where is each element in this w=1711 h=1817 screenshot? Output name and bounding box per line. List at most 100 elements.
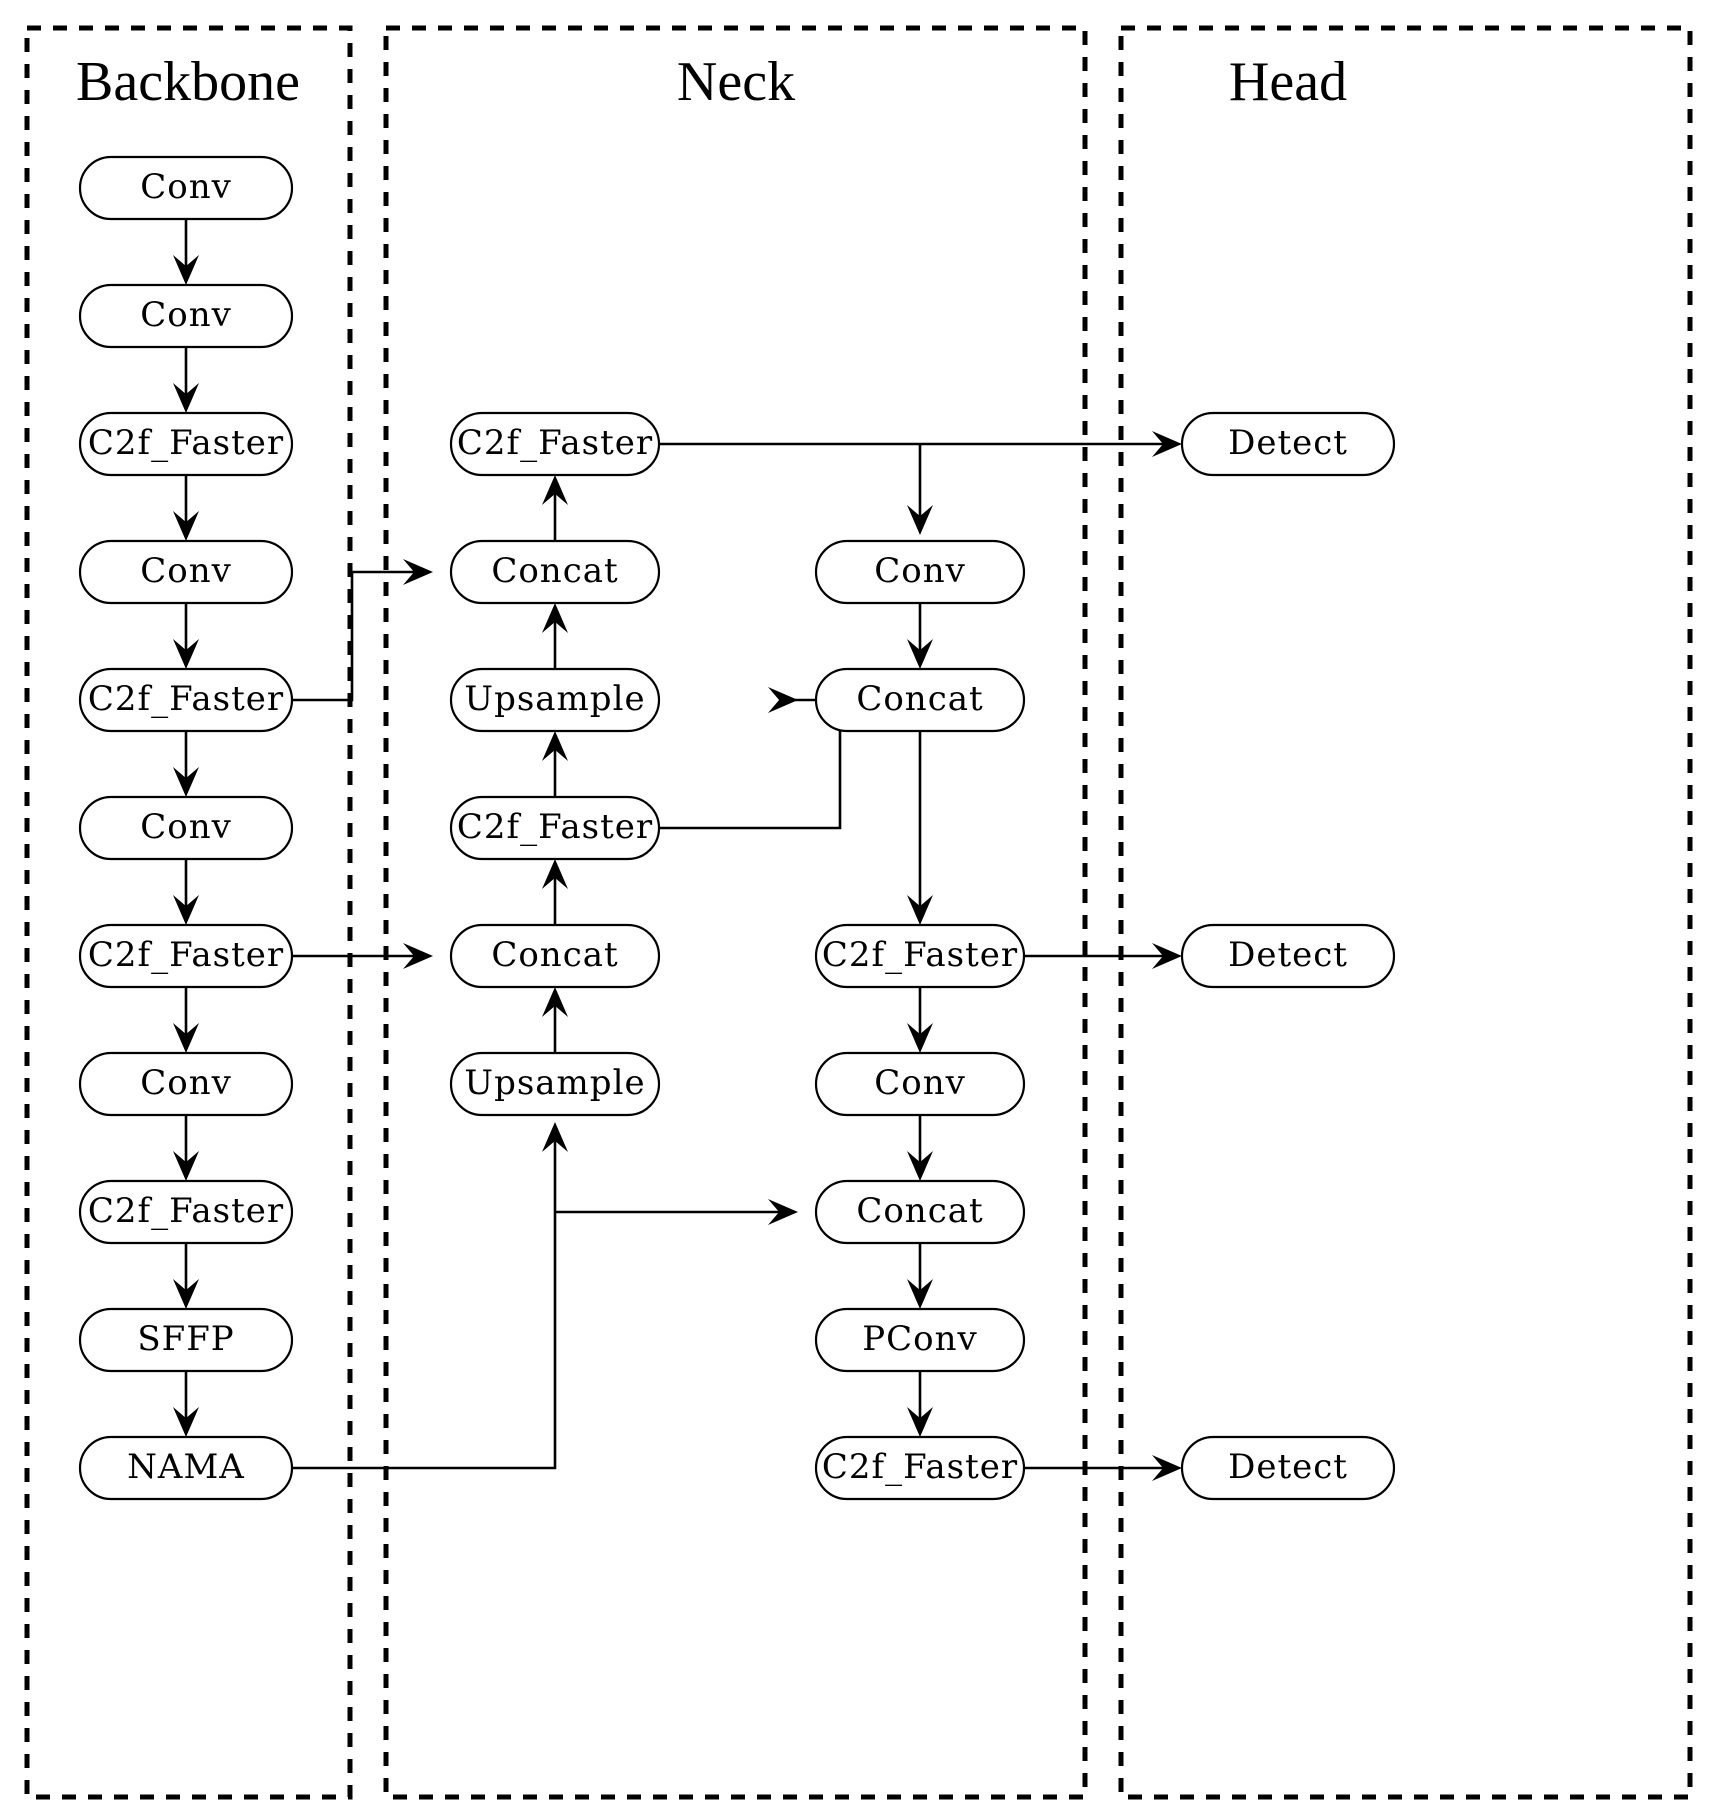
node-label-n10: Conv <box>874 1063 966 1103</box>
node-b4[interactable]: Conv <box>78 539 294 605</box>
edge-e-b10-b11 <box>173 1371 199 1437</box>
arrowhead-e-b7-n5 <box>403 943 433 969</box>
group-border-neck <box>383 25 1088 1800</box>
node-shape-h2[interactable] <box>1180 923 1396 989</box>
node-shape-n13[interactable] <box>814 1435 1026 1501</box>
node-n13[interactable]: C2f_Faster <box>814 1435 1026 1501</box>
node-b9[interactable]: C2f_Faster <box>78 1179 294 1245</box>
arrowhead-e-n1-h1 <box>1152 431 1182 457</box>
node-shape-n6[interactable] <box>449 1051 661 1117</box>
edge-e-n1-n7 <box>907 444 933 535</box>
node-label-b1: Conv <box>140 167 232 207</box>
node-label-h1: Detect <box>1228 423 1348 463</box>
node-shape-n12[interactable] <box>814 1307 1026 1373</box>
arrowhead-e-n1-n7 <box>907 505 933 535</box>
node-shape-n4[interactable] <box>449 795 661 861</box>
node-shape-n11[interactable] <box>814 1179 1026 1245</box>
node-shape-b8[interactable] <box>78 1051 294 1117</box>
arrowhead-e-b11-n6 <box>542 1122 568 1152</box>
node-label-b11: NAMA <box>127 1447 245 1487</box>
node-b11[interactable]: NAMA <box>78 1435 294 1501</box>
node-shape-n7[interactable] <box>814 539 1026 605</box>
node-label-n9: C2f_Faster <box>822 935 1018 975</box>
node-label-n5: Concat <box>491 935 618 975</box>
edge-e-n9-n10 <box>907 987 933 1053</box>
edge-e-n8-n9 <box>907 731 933 925</box>
node-shape-n1[interactable] <box>449 411 661 477</box>
node-h1[interactable]: Detect <box>1180 411 1396 477</box>
node-shape-n3[interactable] <box>449 667 661 733</box>
node-h3[interactable]: Detect <box>1180 1435 1396 1501</box>
node-b6[interactable]: Conv <box>78 795 294 861</box>
node-shape-n5[interactable] <box>449 923 661 989</box>
node-shape-n2[interactable] <box>449 539 661 605</box>
node-n1[interactable]: C2f_Faster <box>449 411 661 477</box>
arrowhead-e-b8-b9 <box>173 1151 199 1181</box>
node-b1[interactable]: Conv <box>78 155 294 221</box>
group-border-backbone <box>24 25 353 1800</box>
node-n12[interactable]: PConv <box>814 1307 1026 1373</box>
node-shape-h3[interactable] <box>1180 1435 1396 1501</box>
edge-e-b3-b4 <box>173 475 199 541</box>
node-shape-b6[interactable] <box>78 795 294 861</box>
node-shape-b4[interactable] <box>78 539 294 605</box>
arrowhead-e-n11-n12 <box>907 1279 933 1309</box>
node-n9[interactable]: C2f_Faster <box>814 923 1026 989</box>
edge-e-n6-n11 <box>555 1199 798 1225</box>
edge-e-b7-b8 <box>173 987 199 1053</box>
node-shape-n8[interactable] <box>814 667 1026 733</box>
node-shape-b11[interactable] <box>78 1435 294 1501</box>
node-n6[interactable]: Upsample <box>449 1051 661 1117</box>
node-label-b4: Conv <box>140 551 232 591</box>
edge-e-n1-h1 <box>659 431 1182 457</box>
edge-e-b11-n6 <box>292 1122 568 1470</box>
node-n3[interactable]: Upsample <box>449 667 661 733</box>
arrowhead-e-n13-h3 <box>1152 1455 1182 1481</box>
node-n11[interactable]: Concat <box>814 1179 1026 1245</box>
node-shape-b7[interactable] <box>78 923 294 989</box>
node-n5[interactable]: Concat <box>449 923 661 989</box>
node-label-n12: PConv <box>862 1319 977 1359</box>
node-b10[interactable]: SFFP <box>78 1307 294 1373</box>
edge-e-n12-n13 <box>907 1371 933 1437</box>
edge-line-e-b5-n2 <box>292 570 427 702</box>
edge-line-e-b11-n6 <box>292 1128 557 1470</box>
edge-e-b4-b5 <box>173 603 199 669</box>
node-n8[interactable]: Concat <box>814 667 1026 733</box>
node-b2[interactable]: Conv <box>78 283 294 349</box>
arrowhead-e-n6-n5 <box>542 987 568 1017</box>
node-shape-n10[interactable] <box>814 1051 1026 1117</box>
node-b3[interactable]: C2f_Faster <box>78 411 294 477</box>
edge-e-b2-b3 <box>173 347 199 413</box>
arrowhead-e-n2-n1 <box>542 475 568 505</box>
node-shape-b2[interactable] <box>78 283 294 349</box>
arrowhead-e-b2-b3 <box>173 383 199 413</box>
node-b7[interactable]: C2f_Faster <box>78 923 294 989</box>
node-shape-b1[interactable] <box>78 155 294 221</box>
node-shape-n9[interactable] <box>814 923 1026 989</box>
node-n2[interactable]: Concat <box>449 539 661 605</box>
node-b8[interactable]: Conv <box>78 1051 294 1117</box>
node-label-n13: C2f_Faster <box>822 1447 1018 1487</box>
node-label-h2: Detect <box>1228 935 1348 975</box>
node-n10[interactable]: Conv <box>814 1051 1026 1117</box>
edge-e-n10-n11 <box>907 1115 933 1181</box>
node-label-b10: SFFP <box>137 1319 234 1359</box>
edge-e-n4-n3 <box>542 731 568 797</box>
node-shape-b9[interactable] <box>78 1179 294 1245</box>
node-n7[interactable]: Conv <box>814 539 1026 605</box>
node-label-b8: Conv <box>140 1063 232 1103</box>
node-shape-b5[interactable] <box>78 667 294 733</box>
node-shape-b3[interactable] <box>78 411 294 477</box>
arrowhead-e-n12-n13 <box>907 1407 933 1437</box>
arrowhead-e-b9-b10 <box>173 1279 199 1309</box>
edge-e-n6-n5 <box>542 987 568 1053</box>
arrowhead-e-n9-n10 <box>907 1023 933 1053</box>
node-shape-b10[interactable] <box>78 1307 294 1373</box>
node-label-n1: C2f_Faster <box>457 423 653 463</box>
node-b5[interactable]: C2f_Faster <box>78 667 294 733</box>
node-shape-h1[interactable] <box>1180 411 1396 477</box>
node-h2[interactable]: Detect <box>1180 923 1396 989</box>
node-n4[interactable]: C2f_Faster <box>449 795 661 861</box>
